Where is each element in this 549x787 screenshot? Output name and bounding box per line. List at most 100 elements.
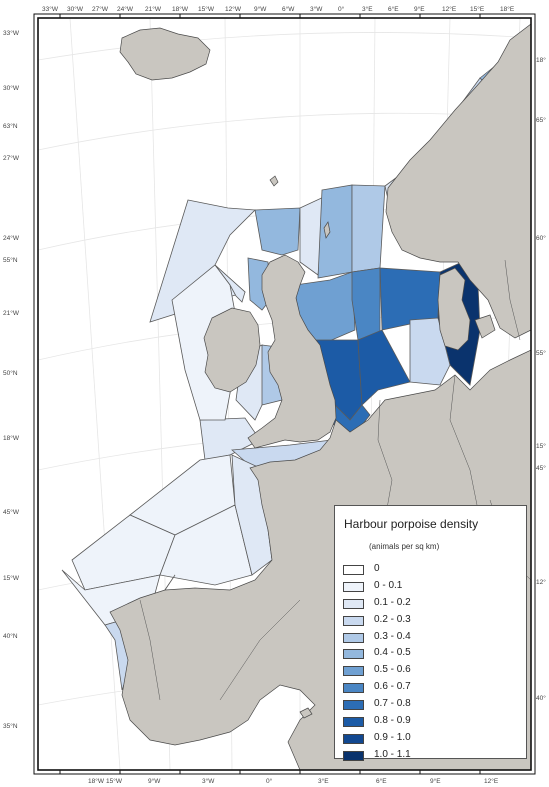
legend-swatch xyxy=(343,750,364,761)
left-tick-labels: 33°W 30°W 63°N 27°W 24°W 55°N 21°W 50°N … xyxy=(3,29,20,730)
legend-label: 0.9 - 1.0 xyxy=(374,731,411,743)
legend-swatch xyxy=(343,666,364,677)
legend-label: 0.8 - 0.9 xyxy=(374,715,411,727)
left-tick-label: 40°N xyxy=(3,632,18,640)
zone-german-bight xyxy=(357,329,411,406)
bottom-tick-label: 9°E xyxy=(430,777,441,785)
right-tick-label: 45° xyxy=(536,464,546,472)
bottom-tick-label: 18°W xyxy=(88,777,105,785)
bottom-tick-label: 9°W xyxy=(148,777,161,785)
bottom-tick-label: 6°E xyxy=(376,777,387,785)
faroe-islands xyxy=(269,175,279,187)
top-tick-label: 9°W xyxy=(254,5,267,13)
map-outer-frame xyxy=(33,13,536,775)
zone-celtic-sea xyxy=(199,417,261,461)
top-tick-label: 33°W xyxy=(42,5,59,13)
top-tick-label: 24°W xyxy=(117,5,134,13)
left-tick-label: 33°W xyxy=(3,29,20,37)
left-tick-label: 24°W xyxy=(3,234,20,242)
legend-label: 0.1 - 0.2 xyxy=(374,596,411,608)
bottom-tick-label: 0° xyxy=(266,777,273,785)
right-tick-label: 65° xyxy=(536,116,546,124)
top-tick-label: 27°W xyxy=(92,5,109,13)
top-tick-label: 12°W xyxy=(225,5,242,13)
bottom-tick-label: 15°W xyxy=(106,777,123,785)
top-tick-label: 6°E xyxy=(388,5,399,13)
legend-label: 0.5 - 0.6 xyxy=(374,664,411,676)
legend: Harbour porpoise density (animals per sq… xyxy=(334,505,527,761)
legend-swatch xyxy=(343,717,364,728)
top-tick-label: 18°W xyxy=(172,5,189,13)
top-tick-label: 0° xyxy=(338,5,345,13)
legend-label: 0.3 - 0.4 xyxy=(374,630,411,642)
left-tick-label: 55°N xyxy=(3,256,18,264)
left-tick-label: 50°N xyxy=(3,369,18,377)
top-tick-labels: 33°W 30°W 27°W 24°W 21°W 18°W 15°W 12°W … xyxy=(42,5,515,13)
legend-label: 0 - 0.1 xyxy=(374,579,403,591)
top-tick-label: 21°W xyxy=(145,5,162,13)
right-tick-labels: 18° 65° 60° 55° 15° 45° 12° 40° xyxy=(536,56,546,702)
top-tick-label: 6°W xyxy=(282,5,295,13)
legend-swatch xyxy=(343,581,364,592)
legend-swatch xyxy=(343,615,364,626)
iceland xyxy=(119,27,211,81)
left-tick-label: 30°W xyxy=(3,84,20,92)
legend-label: 0.7 - 0.8 xyxy=(374,698,411,710)
right-tick-label: 18° xyxy=(536,56,546,64)
zone-northern-north-sea-central xyxy=(351,267,381,341)
zone-hebrides xyxy=(254,207,301,256)
ireland xyxy=(203,307,261,393)
top-tick-label: 3°E xyxy=(362,5,373,13)
left-tick-label: 21°W xyxy=(3,309,20,317)
left-tick-label: 45°W xyxy=(3,508,20,516)
bottom-tick-label: 12°E xyxy=(484,777,499,785)
legend-label: 0.4 - 0.5 xyxy=(374,647,411,659)
denmark xyxy=(437,267,471,351)
right-tick-label: 40° xyxy=(536,694,546,702)
top-tick-label: 12°E xyxy=(442,5,457,13)
left-tick-label: 35°N xyxy=(3,722,18,730)
legend-title: Harbour porpoise density xyxy=(344,517,479,531)
legend-label: 0.2 - 0.3 xyxy=(374,613,411,625)
zealand xyxy=(474,314,496,339)
right-tick-label: 60° xyxy=(536,234,546,242)
great-britain xyxy=(247,254,337,449)
top-tick-label: 3°W xyxy=(310,5,323,13)
right-tick-label: 15° xyxy=(536,442,546,450)
map-neatline xyxy=(37,17,532,771)
top-tick-label: 18°E xyxy=(500,5,515,13)
bottom-tick-labels: 18°W 15°W 9°W 3°W 0° 3°E 6°E 9°E 12°E xyxy=(88,777,499,785)
legend-swatch xyxy=(343,733,364,744)
right-tick-label: 12° xyxy=(536,578,546,586)
legend-swatch xyxy=(343,700,364,711)
top-tick-label: 15°W xyxy=(198,5,215,13)
shetland xyxy=(323,221,331,239)
left-tick-label: 27°W xyxy=(3,154,20,162)
zone-danish-west xyxy=(409,317,451,386)
scandinavia xyxy=(385,23,532,339)
legend-swatch xyxy=(343,683,364,694)
balearic-islands xyxy=(299,707,313,719)
legend-swatch xyxy=(343,565,364,575)
legend-swatch xyxy=(343,598,364,609)
right-tick-label: 55° xyxy=(536,349,546,357)
top-tick-label: 9°E xyxy=(414,5,425,13)
left-tick-label: 63°N xyxy=(3,122,18,130)
zone-biscay-central xyxy=(159,504,253,586)
legend-label: 0.6 - 0.7 xyxy=(374,681,411,693)
zone-norwegian-trench xyxy=(317,184,353,279)
legend-swatch xyxy=(343,632,364,643)
frame-ticks xyxy=(59,14,481,774)
left-tick-label: 15°W xyxy=(3,574,20,582)
bottom-tick-label: 3°W xyxy=(202,777,215,785)
left-tick-label: 18°W xyxy=(3,434,20,442)
top-tick-label: 15°E xyxy=(470,5,485,13)
legend-label: 1.0 - 1.1 xyxy=(374,748,411,760)
legend-label: 0 xyxy=(374,563,380,574)
legend-subtitle: (animals per sq km) xyxy=(369,542,440,551)
bottom-tick-label: 3°E xyxy=(318,777,329,785)
top-tick-label: 30°W xyxy=(67,5,84,13)
legend-swatch xyxy=(343,649,364,660)
